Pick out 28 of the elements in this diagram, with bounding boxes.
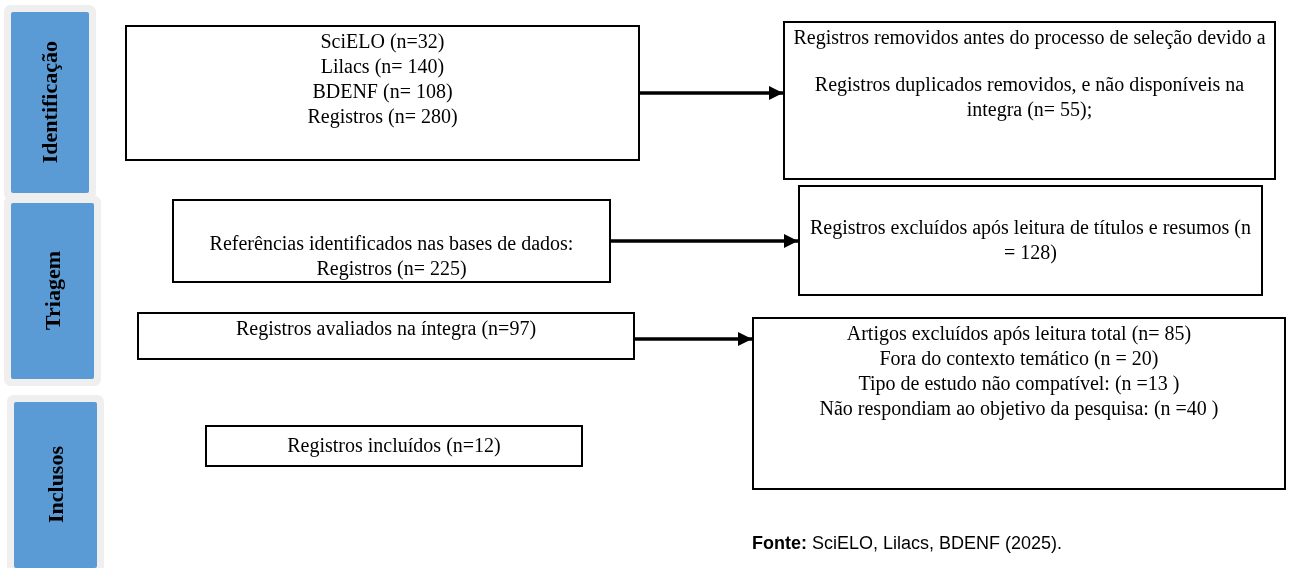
box-text: Registros excluídos após leitura de títulos e resumos (n = 128) [808,214,1252,265]
box-text: Fora do contexto temático (n = 20) [879,346,1159,371]
box-text: Registros (n= 280) [307,104,458,129]
stage-label: Triagem [39,251,66,331]
box-text: Lilacs (n= 140) [320,54,445,79]
box-text: Não respondiam ao objetivo da pesquisa: (n =40 ) [819,396,1219,421]
process-box [798,185,1263,296]
process-box [205,425,583,467]
box-text: SciELO (n=32) [320,29,445,54]
box-text: Registros duplicados removidos, e não disponíveis na integra (n= 55); [813,72,1246,122]
arrow [635,332,752,346]
stage-label: Inclusos [42,446,69,524]
box-text: Tipo de estudo não compatível: (n =13 ) [858,371,1180,396]
box-text: Artigos excluídos após leitura total (n= 85) [846,321,1192,346]
process-box [137,312,635,360]
box-text: Registros incluídos (n=12) [287,432,501,458]
box-text: BDENF (n= 108) [312,79,453,104]
box-text: Registros removidos antes do processo de seleção devido a [793,25,1266,50]
process-box [172,199,611,283]
arrow [611,234,798,248]
process-box [752,317,1286,490]
process-box [783,21,1276,180]
arrow [640,86,783,100]
process-box [125,25,640,161]
box-text: Referências identificados nas bases de dados: Registros (n= 225) [208,231,575,281]
source-note: Fonte: SciELO, Lilacs, BDENF (2025). [752,533,1063,554]
stage-label: Identificação [37,41,63,164]
box-text: Registros avaliados na íntegra (n=97) [235,316,537,341]
